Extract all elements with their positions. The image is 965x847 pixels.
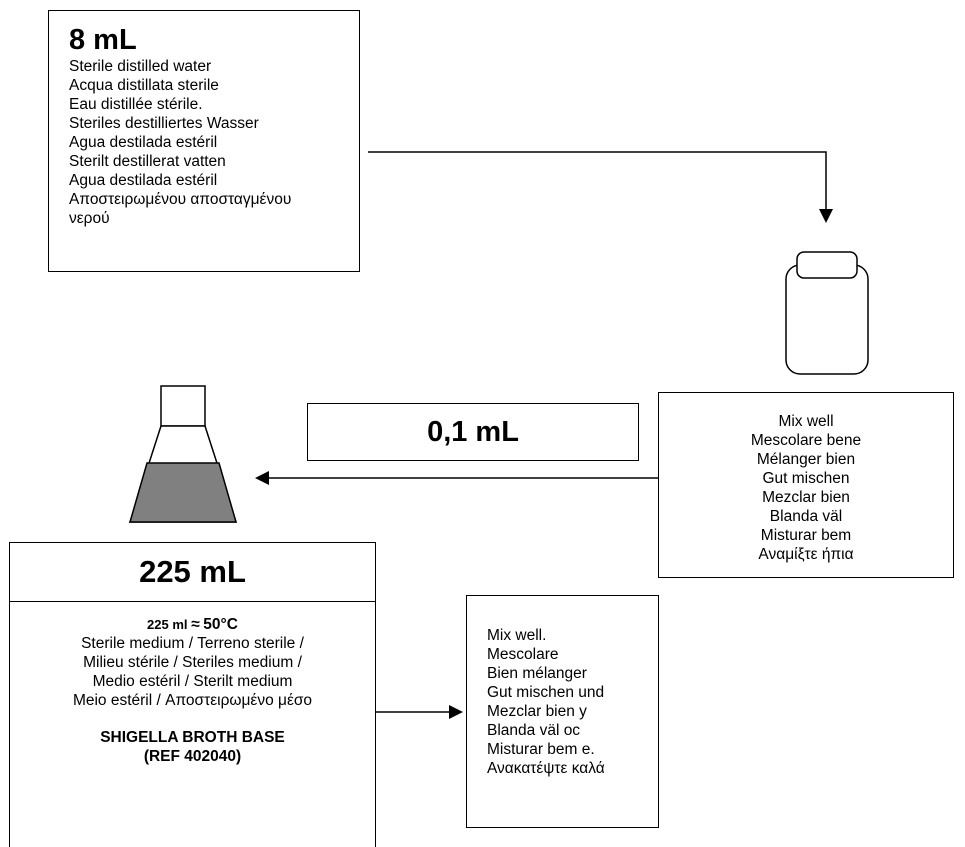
medium-line: Medio estéril / Sterilt medium bbox=[92, 673, 293, 690]
temperature-line: 225 ml ≈ 50°C bbox=[10, 616, 375, 634]
medium-volume-label: 225 mL bbox=[139, 554, 246, 589]
mix-line: Mescolare bene bbox=[750, 432, 862, 449]
medium-description: 225 ml ≈ 50°C Sterile medium / Terreno s… bbox=[10, 602, 375, 766]
final-mix-line: Blanda väl oc bbox=[487, 722, 581, 739]
final-mix-line: Mezclar bien y bbox=[487, 703, 587, 720]
water-line: Steriles destilliertes Wasser bbox=[69, 115, 259, 132]
mix-line: Blanda väl bbox=[769, 508, 843, 525]
mix-instructions-box: Mix well Mescolare bene Mélanger bien Gu… bbox=[658, 392, 954, 578]
mix-line: Mezclar bien bbox=[762, 489, 850, 506]
vial-icon bbox=[785, 251, 869, 375]
medium-line: Meio estéril / Αποστειρωμένο μέσο bbox=[72, 692, 313, 709]
final-mix-line: Ανακατέψτε καλά bbox=[487, 760, 605, 777]
final-mix-list: Mix well. Mescolare Bien mélanger Gut mi… bbox=[487, 626, 658, 778]
transfer-volume-box: 0,1 mL bbox=[307, 403, 639, 461]
mix-instructions-list: Mix well Mescolare bene Mélanger bien Gu… bbox=[659, 412, 953, 564]
product-reference: SHIGELLA BROTH BASE (REF 402040) bbox=[10, 728, 375, 766]
approx-symbol: ≈ bbox=[191, 616, 200, 633]
product-name: SHIGELLA BROTH BASE bbox=[100, 729, 285, 746]
final-mix-line: Mix well. bbox=[487, 627, 547, 644]
water-line: νερού bbox=[69, 210, 110, 227]
temperature-value: 50°C bbox=[203, 616, 238, 633]
water-line: Acqua distillata sterile bbox=[69, 77, 219, 94]
medium-lines: Sterile medium / Terreno sterile / Milie… bbox=[10, 634, 375, 710]
water-description-list: Sterile distilled water Acqua distillata… bbox=[69, 57, 359, 228]
final-mix-line: Bien mélanger bbox=[487, 665, 587, 682]
water-to-vial-arrow bbox=[368, 151, 833, 223]
medium-volume-box: 225 mL 225 ml ≈ 50°C Sterile medium / Te… bbox=[9, 542, 376, 847]
water-volume-label: 8 mL bbox=[69, 24, 137, 56]
transfer-volume-label: 0,1 mL bbox=[427, 415, 519, 448]
mix-to-flask-arrow bbox=[255, 471, 658, 485]
final-mix-line: Mescolare bbox=[487, 646, 559, 663]
water-line: Sterilt destillerat vatten bbox=[69, 153, 226, 170]
medium-line: Milieu stérile / Steriles medium / bbox=[83, 654, 302, 671]
final-mix-line: Gut mischen und bbox=[487, 684, 605, 701]
water-line: Αποστειρωμένου αποσταγμένου bbox=[69, 191, 292, 208]
mix-line: Αναμίξτε ήπια bbox=[758, 546, 854, 563]
water-line: Agua destilada estéril bbox=[69, 134, 218, 151]
medium-line: Sterile medium / Terreno sterile / bbox=[81, 635, 304, 652]
medium-volume-header: 225 mL bbox=[10, 543, 375, 602]
medium-to-mix-arrow bbox=[376, 705, 463, 719]
final-mix-line: Misturar bem e. bbox=[487, 741, 595, 758]
flask-icon bbox=[128, 385, 238, 523]
mix-line: Gut mischen bbox=[762, 470, 850, 487]
water-volume-box: 8 mL Sterile distilled water Acqua disti… bbox=[48, 10, 360, 272]
water-line: Agua destilada estéril bbox=[69, 172, 218, 189]
product-ref: (REF 402040) bbox=[143, 748, 242, 765]
mix-line: Misturar bem bbox=[760, 527, 852, 544]
final-mix-box: Mix well. Mescolare Bien mélanger Gut mi… bbox=[466, 595, 659, 828]
temperature-volume: 225 ml bbox=[147, 617, 188, 632]
water-line: Sterile distilled water bbox=[69, 58, 212, 75]
mix-line: Mélanger bien bbox=[756, 451, 856, 468]
mix-line: Mix well bbox=[778, 413, 834, 430]
water-line: Eau distillée stérile. bbox=[69, 96, 203, 113]
